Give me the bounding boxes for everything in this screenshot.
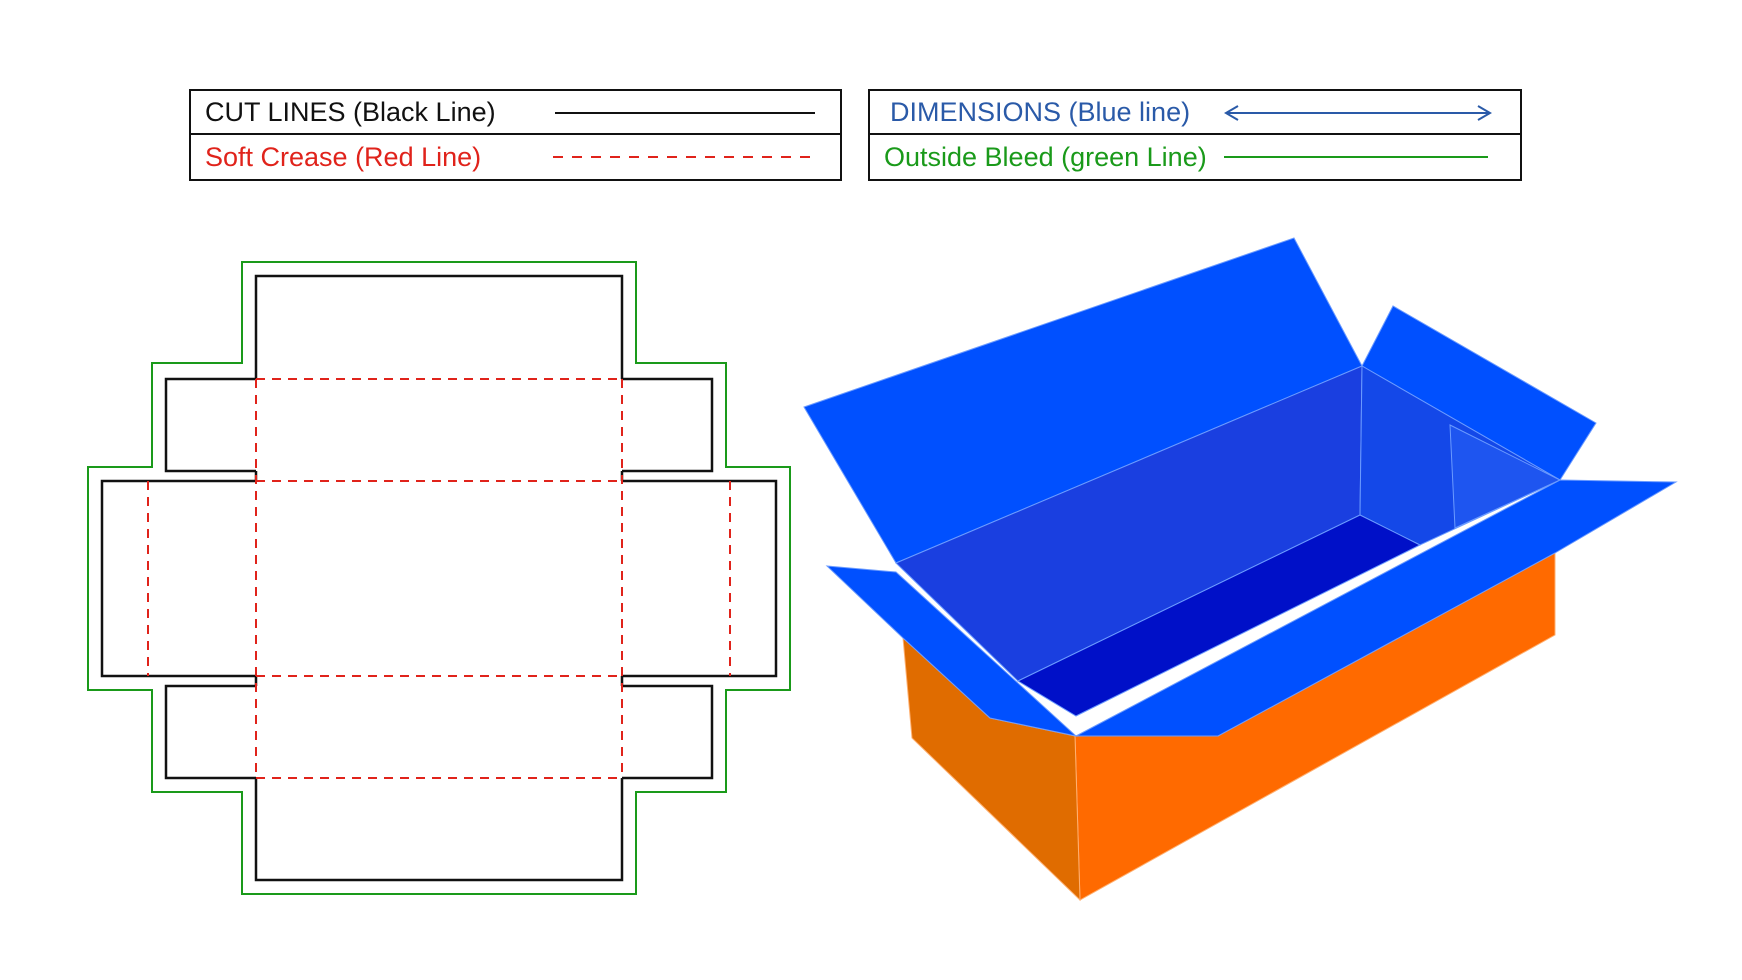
- legend-box-right: DIMENSIONS (Blue line) Outside Bleed (gr…: [868, 89, 1522, 181]
- dimension-arrow-sample: [1224, 105, 1492, 121]
- front-flap: [1075, 479, 1678, 737]
- dimensions-label: DIMENSIONS (Blue line): [890, 96, 1191, 127]
- legend-row-cut-lines: CUT LINES (Black Line): [191, 91, 840, 135]
- outside-bleed-sample: [1224, 156, 1488, 158]
- legend-row-soft-crease: Soft Crease (Red Line): [191, 135, 840, 179]
- left-panel-cut: [100, 479, 256, 678]
- cut-line-sample: [555, 112, 815, 114]
- inner-floor: [1016, 514, 1422, 717]
- cut-lines-label: CUT LINES (Black Line): [205, 96, 496, 127]
- outside-bleed-outline: [87, 261, 791, 895]
- legend-box-left: CUT LINES (Black Line) Soft Crease (Red …: [189, 89, 842, 181]
- legend-row-dimensions: DIMENSIONS (Blue line): [870, 91, 1520, 135]
- bottom-panel-cut: [254, 778, 624, 882]
- soft-crease-sample: [553, 156, 815, 158]
- legend-row-outside-bleed: Outside Bleed (green Line): [870, 135, 1520, 179]
- top-panel-cut: [254, 274, 624, 379]
- lower-right-flap-cut: [622, 684, 714, 780]
- outside-bleed-label: Outside Bleed (green Line): [884, 141, 1207, 172]
- upper-left-flap-cut: [164, 377, 256, 473]
- soft-crease-label: Soft Crease (Red Line): [205, 141, 482, 172]
- crease-lines: [147, 378, 731, 779]
- lower-left-flap-cut: [164, 684, 256, 780]
- left-end-flap: [825, 565, 1078, 737]
- right-panel-cut: [622, 479, 778, 678]
- inner-end-flap-fold: [1449, 424, 1562, 529]
- upper-right-flap-cut: [622, 377, 714, 473]
